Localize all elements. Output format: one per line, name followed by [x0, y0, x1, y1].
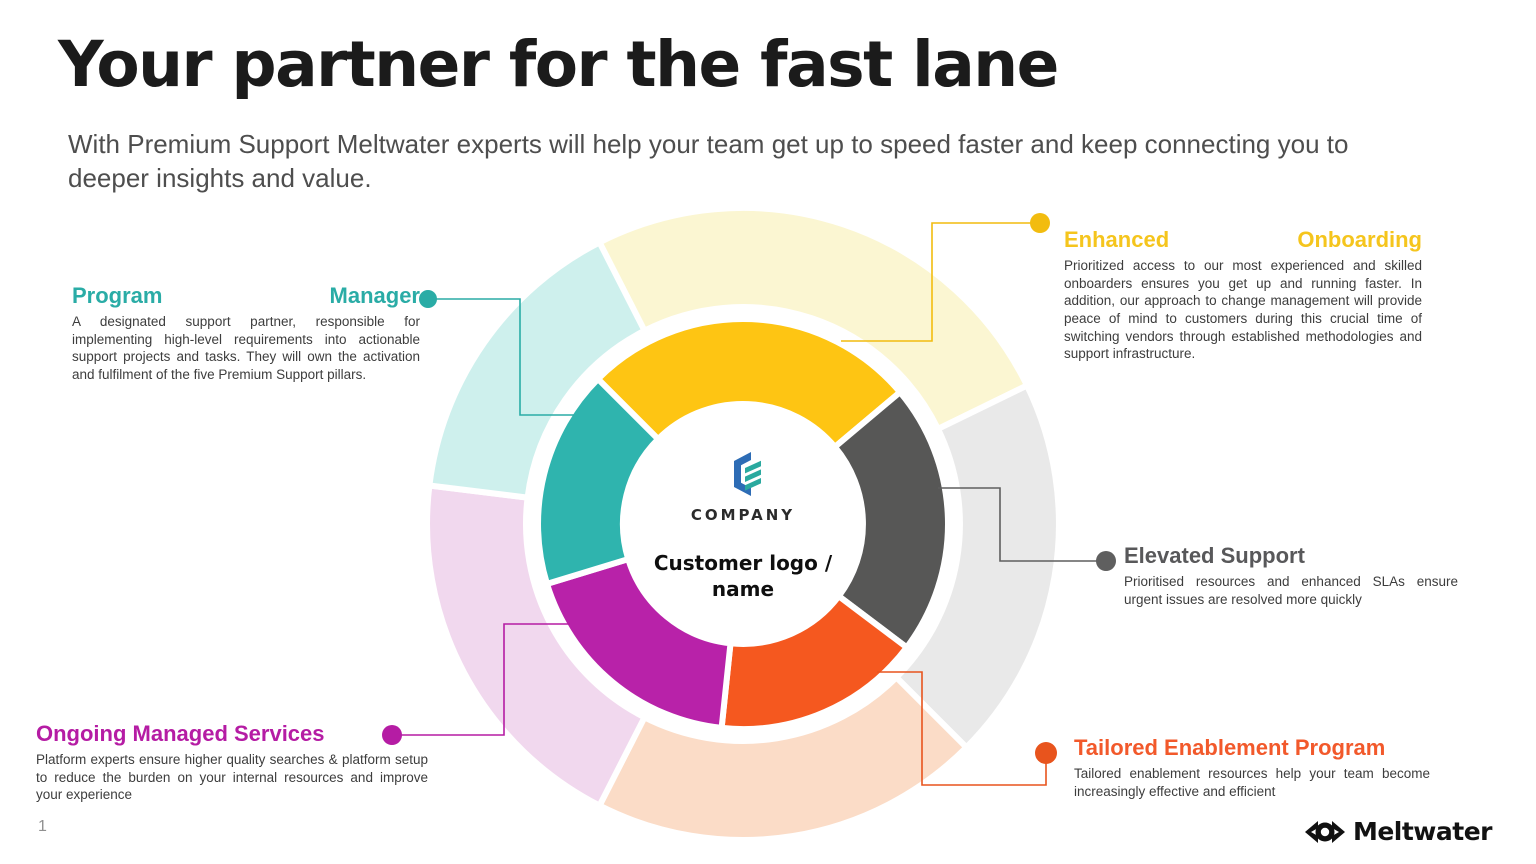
page-number: 1 [38, 818, 47, 835]
pillar-program-manager: Program Manager A designated support par… [72, 283, 420, 384]
company-logo-icon [734, 452, 761, 496]
donut-segment-managed-outer [424, 482, 648, 809]
pillar-ongoing-managed-services: Ongoing Managed Services Platform expert… [36, 721, 428, 804]
pillar-tailored-enablement-program: Tailored Enablement Program Tailored ena… [1074, 735, 1430, 800]
pillar-description: A designated support partner, responsibl… [72, 314, 420, 383]
pillar-title: Enhanced Onboarding [1064, 227, 1422, 252]
meltwater-logo: Meltwater [1302, 817, 1493, 846]
pillar-title: Elevated Support [1124, 543, 1305, 568]
connector-line-enablement [877, 671, 1047, 786]
meltwater-eye-icon [1304, 820, 1345, 843]
connector-dot-support [1096, 551, 1116, 571]
company-logo-label: COMPANY [690, 506, 796, 524]
page-subtitle: With Premium Support Meltwater experts w… [68, 129, 1349, 193]
donut-segment-manager-inner [535, 376, 662, 587]
donut-segment-managed-inner [544, 556, 734, 731]
connector-line-manager [428, 298, 574, 416]
connector-dot-managed [382, 725, 402, 745]
customer-logo-caption: Customer logo / name [653, 551, 833, 601]
donut-center: COMPANY Customer logo / name [633, 448, 853, 602]
pillar-title: Tailored Enablement Program [1074, 735, 1386, 760]
connector-line-support [938, 487, 1103, 562]
donut-segment-support-outer [893, 382, 1062, 751]
pillar-title: Ongoing Managed Services [36, 721, 325, 746]
pillar-description: Prioritized access to our most experienc… [1064, 258, 1422, 362]
pillar-title: Program Manager [72, 283, 420, 308]
donut-segment-manager-outer [426, 239, 648, 501]
connector-dot-manager [419, 290, 437, 308]
donut-center-circle [626, 407, 860, 641]
pillar-description: Platform experts ensure higher quality s… [36, 752, 428, 803]
connector-dot-onboarding [1030, 213, 1050, 233]
donut-segment-onboarding-outer [596, 204, 1030, 432]
connector-line-onboarding [841, 222, 1037, 342]
connector-line-managed [395, 623, 570, 736]
connector-dot-enablement [1035, 742, 1057, 764]
donut-segment-support-inner [831, 389, 951, 651]
pillar-enhanced-onboarding: Enhanced Onboarding Prioritized access t… [1064, 227, 1422, 363]
pillar-description: Tailored enablement resources help your … [1074, 766, 1430, 799]
pillar-description: Prioritised resources and enhanced SLAs … [1124, 574, 1458, 607]
donut-segment-onboarding-inner [595, 315, 903, 450]
meltwater-wordmark: Meltwater [1352, 817, 1493, 846]
pillar-elevated-support: Elevated Support Prioritised resources a… [1124, 543, 1458, 608]
page-title: Your partner for the fast lane [58, 28, 1059, 101]
